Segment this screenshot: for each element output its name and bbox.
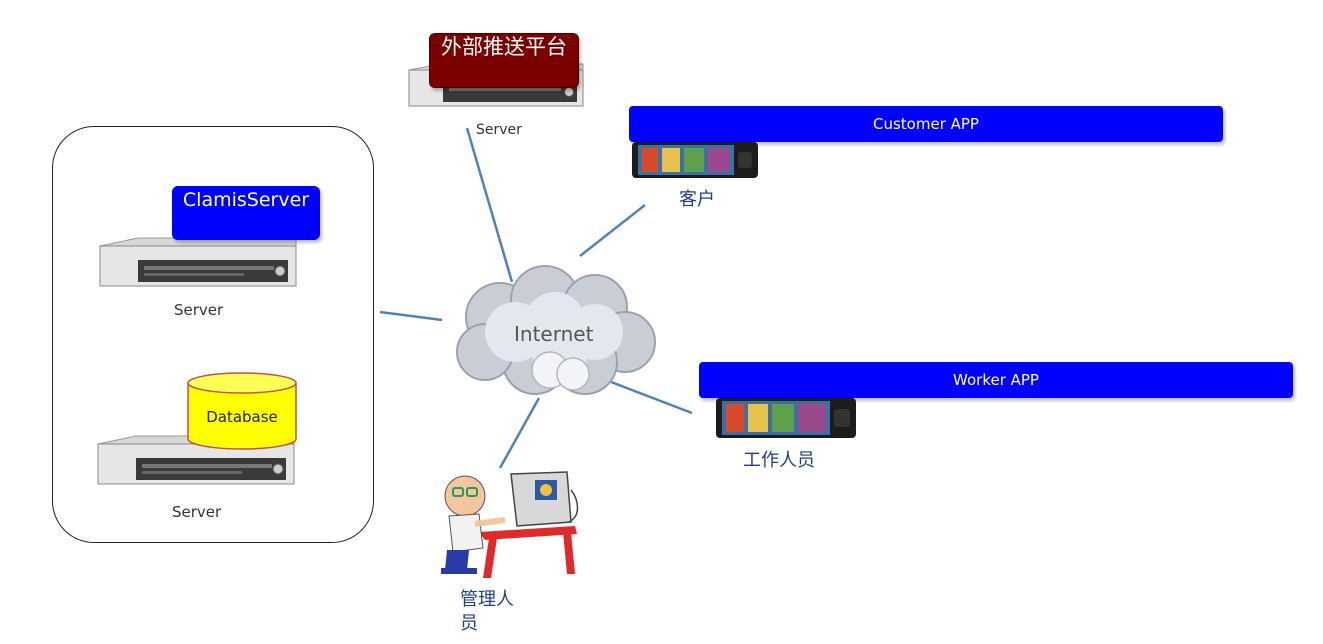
internet-cloud-icon: [456, 265, 656, 395]
clamis-server-label[interactable]: ClamisServer: [172, 186, 320, 240]
line-customer-to-internet: [579, 204, 646, 257]
server-group-box: [52, 126, 374, 543]
admin-label: 管理人员: [460, 589, 514, 634]
line-group-to-internet: [379, 310, 443, 322]
push-server-caption: Server: [476, 122, 522, 138]
customer-app-bar[interactable]: Customer APP: [629, 106, 1223, 142]
line-internet-to-admin: [498, 397, 541, 469]
line-push-to-internet: [465, 127, 514, 283]
customer-label: 客户: [679, 189, 715, 210]
internet-label: Internet: [514, 322, 594, 346]
worker-label: 工作人员: [743, 450, 815, 471]
clamis-server-caption: Server: [174, 301, 224, 319]
database-server-caption: Server: [172, 503, 222, 521]
database-cylinder-icon: [187, 372, 297, 450]
worker-app-bar[interactable]: Worker APP: [699, 362, 1293, 398]
admin-person-icon: [441, 471, 579, 578]
worker-phone-icon: [716, 398, 856, 438]
database-server-icon: [97, 435, 295, 485]
clamis-server-icon: [99, 237, 297, 287]
database-label: Database: [206, 408, 278, 426]
push-platform-label[interactable]: 外部推送平台: [429, 33, 579, 88]
customer-phone-icon: [632, 142, 758, 178]
